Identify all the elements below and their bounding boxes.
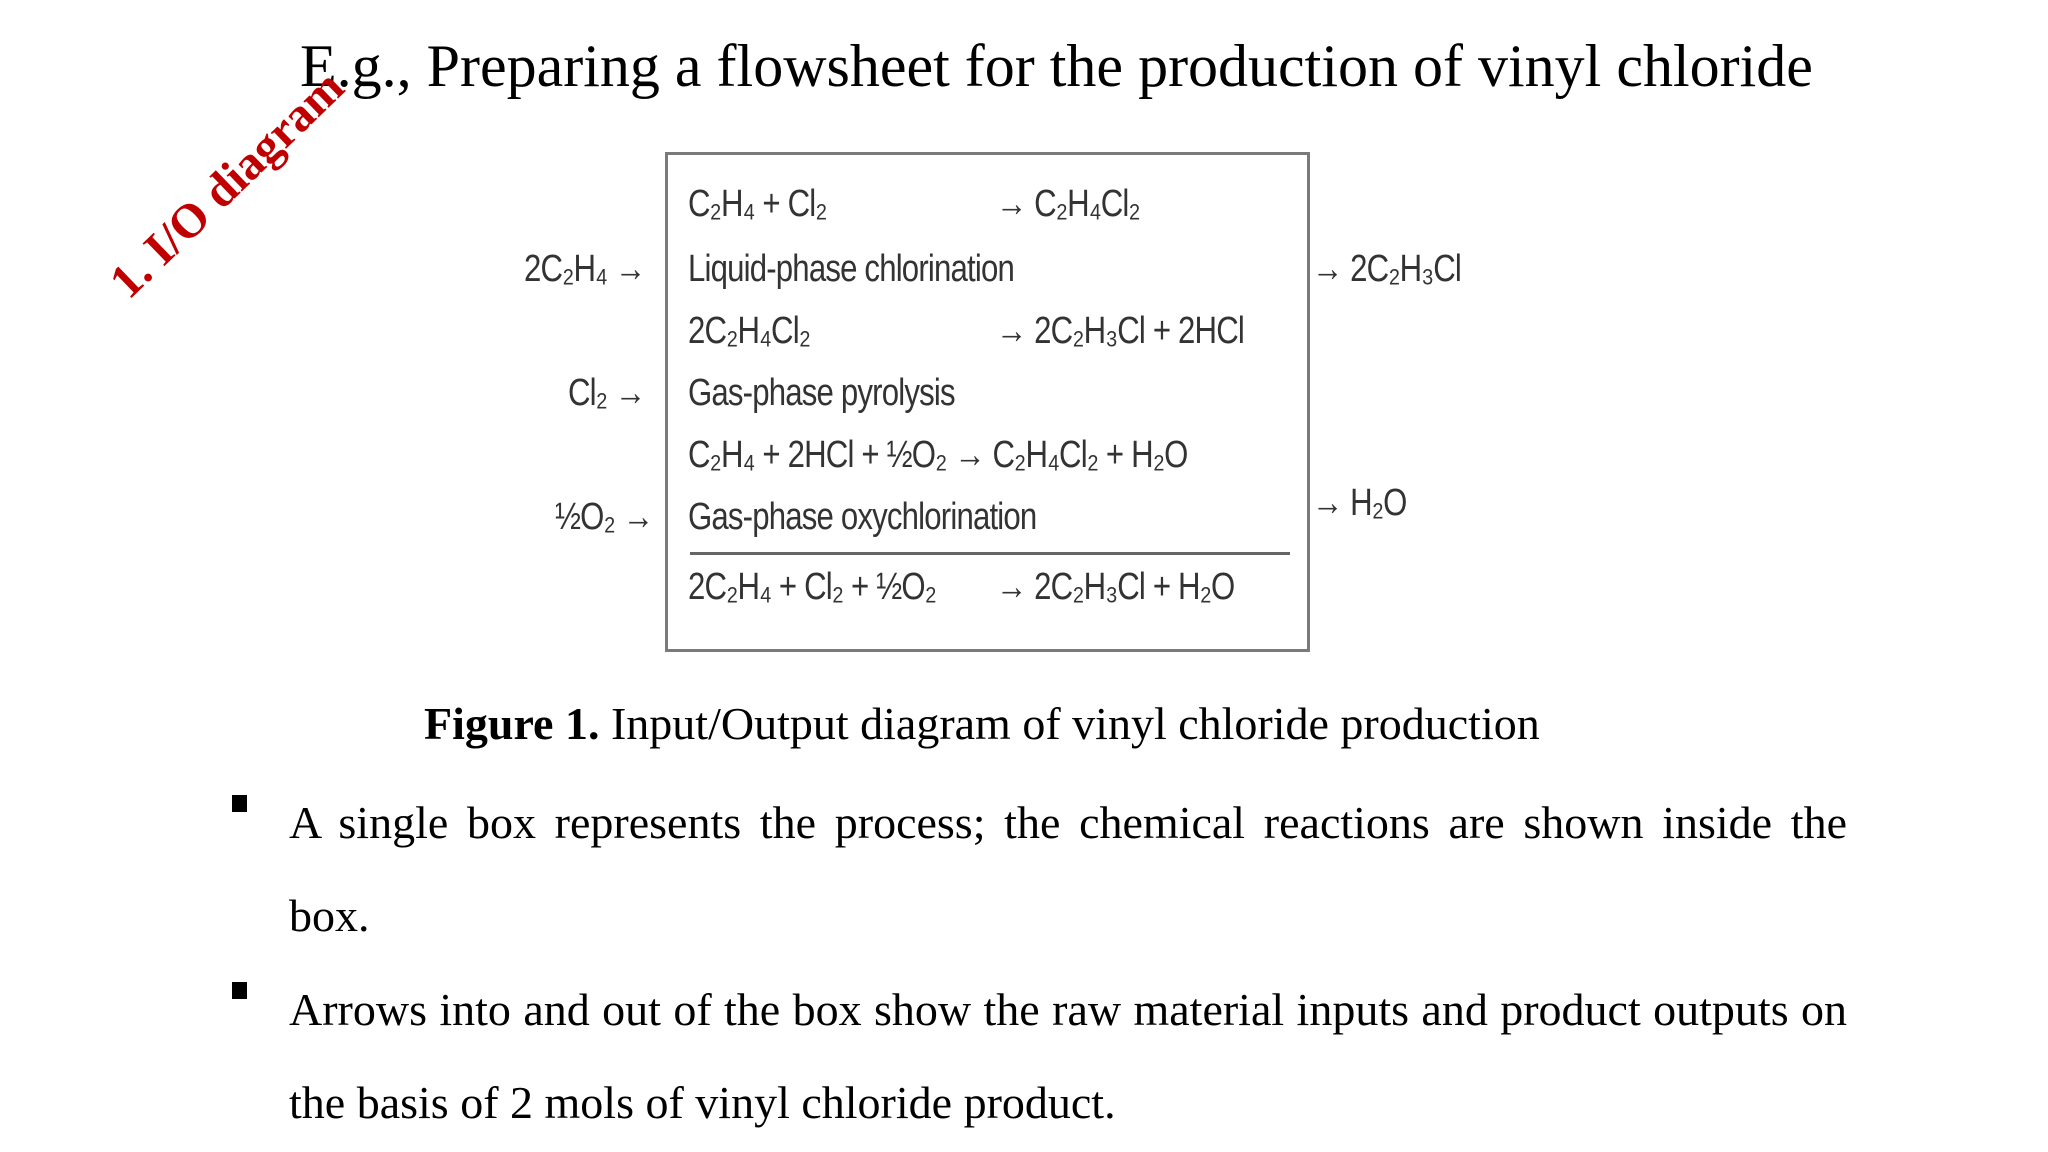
reaction-2-lhs: 2C₂H₄Cl₂ — [688, 310, 811, 352]
reaction-1-rhs: → C₂H₄Cl₂ — [996, 183, 1141, 225]
input-oxygen: ½O₂ → — [555, 496, 654, 538]
figure-caption: Figure 1. Input/Output diagram of vinyl … — [424, 697, 1540, 750]
figure-caption-text: Input/Output diagram of vinyl chloride p… — [610, 698, 1540, 749]
bullet-icon — [232, 795, 247, 812]
reaction-3: C₂H₄ + 2HCl + ½O₂ → C₂H₄Cl₂ + H₂O — [688, 434, 1188, 476]
reaction-3-name: Gas-phase oxychlorination — [688, 496, 1037, 538]
output-water: → H₂O — [1312, 482, 1407, 524]
process-box — [665, 152, 1310, 652]
overall-reaction-lhs: 2C₂H₄ + Cl₂ + ½O₂ — [688, 566, 937, 608]
bullet-text: Arrows into and out of the box show the … — [289, 984, 1847, 1128]
reaction-2-rhs: → 2C₂H₃Cl + 2HCl — [996, 310, 1245, 352]
io-diagram: 2C₂H₄ → Cl₂ → ½O₂ → → 2C₂H₃Cl → H₂O C₂H₄… — [524, 152, 1462, 652]
bullet-icon — [232, 982, 247, 999]
overall-reaction-rhs: → 2C₂H₃Cl + H₂O — [996, 566, 1235, 608]
reaction-1-name: Liquid-phase chlorination — [688, 248, 1015, 290]
input-ethylene: 2C₂H₄ → — [524, 248, 646, 290]
reaction-1-lhs: C₂H₄ + Cl₂ — [688, 183, 827, 225]
input-chlorine: Cl₂ → — [568, 372, 646, 414]
output-vinyl-chloride: → 2C₂H₃Cl — [1312, 248, 1462, 290]
sum-line — [690, 552, 1290, 555]
reaction-2-name: Gas-phase pyrolysis — [688, 372, 956, 414]
bullet-text: A single box represents the process; the… — [289, 797, 1847, 941]
figure-caption-label: Figure 1. — [424, 698, 600, 749]
slide-title: E.g., Preparing a flowsheet for the prod… — [300, 33, 1813, 99]
